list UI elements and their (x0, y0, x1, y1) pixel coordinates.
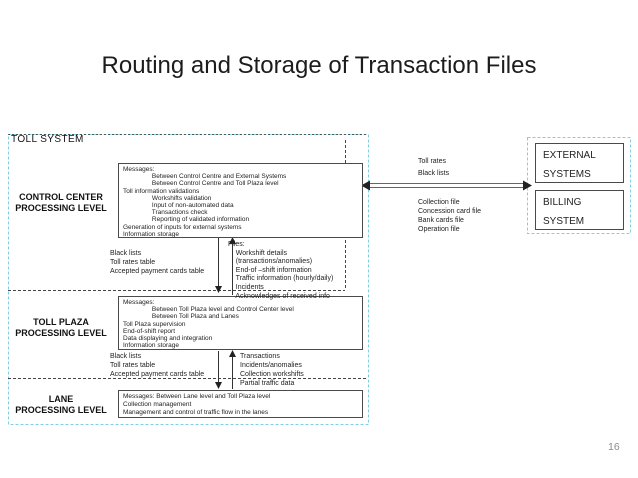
lane-messages-box: Messages: Between Lane level and Toll Pl… (118, 390, 363, 418)
external-arrow-bottom-labels: Collection file Concession card file Ban… (418, 199, 482, 233)
external-arrow-top-labels: Toll rates Black lists (418, 158, 450, 177)
external-arrow-left-head (361, 180, 370, 191)
control-center-level-label: CONTROL CENTER PROCESSING LEVEL (15, 192, 107, 213)
plaza-lane-right-note: Transactions Incidents/anomalies Collect… (240, 353, 304, 387)
plaza-lane-left-note: Black lists Toll rates table Accepted pa… (110, 353, 205, 378)
slide-title: Routing and Storage of Transaction Files (101, 52, 537, 79)
lane-messages-text: Messages: Between Lane level and Toll Pl… (123, 393, 271, 416)
toll-plaza-messages-text: Messages: Between Toll Plaza level and C… (123, 299, 294, 350)
control-center-messages-text: Messages: Between Control Centre and Ext… (123, 166, 287, 238)
external-arrow-right-head (523, 180, 532, 191)
plaza-to-lane-down-arrowhead (215, 382, 222, 389)
plaza-to-cc-up-arrowhead (229, 237, 236, 244)
cc-plaza-left-note: Black lists Toll rates table Accepted pa… (110, 250, 205, 275)
cc-plaza-files-note: Files: Workshift details (transactions/a… (228, 241, 334, 300)
lane-to-plaza-up-arrowhead (229, 350, 236, 357)
toll-plaza-messages-box: Messages: Between Toll Plaza level and C… (118, 296, 363, 350)
control-center-messages-box: Messages: Between Control Centre and Ext… (118, 163, 363, 238)
page-number: 16 (608, 441, 620, 453)
billing-system-box: BILLING SYSTEM (535, 190, 624, 230)
external-systems-box: EXTERNAL SYSTEMS (535, 143, 624, 183)
toll-system-label: TOLL SYSTEM (11, 134, 84, 145)
toll-plaza-level-label: TOLL PLAZA PROCESSING LEVEL (15, 317, 107, 338)
cc-to-plaza-down-arrowhead (215, 286, 222, 293)
lane-level-label: LANE PROCESSING LEVEL (15, 394, 107, 415)
